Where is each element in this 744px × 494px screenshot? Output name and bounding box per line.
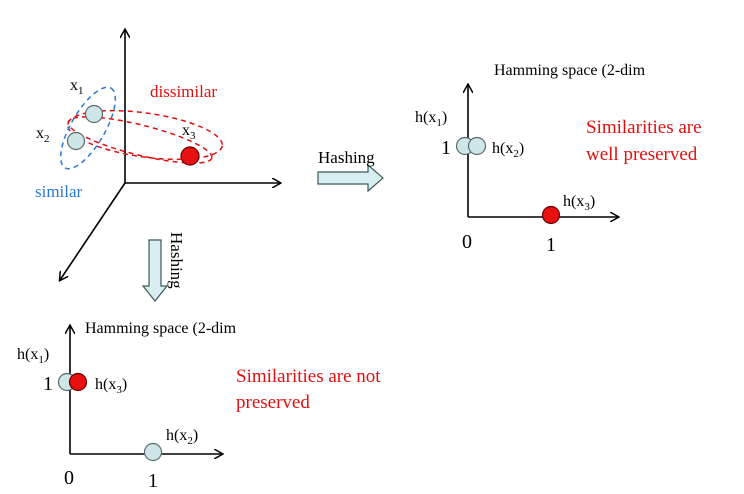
bottom-note-line2: preserved <box>236 392 310 413</box>
right-label-hx2: h(x2) <box>492 140 524 160</box>
bottom-note-line1: Similarities are not <box>236 366 381 387</box>
right-tick-x1: 1 <box>546 234 556 256</box>
right-tick-y1: 1 <box>441 137 451 159</box>
right-label-hx1: h(x1) <box>415 109 447 129</box>
dissimilar-loop-outer <box>66 109 224 161</box>
bottom-label-hx2: h(x2) <box>166 427 198 447</box>
bottom-label-hx1: h(x1) <box>17 346 49 366</box>
hamming-space-bottom: Hamming space (2-dim h(x1) h(x3) h(x2) 1… <box>17 320 381 492</box>
right-tick-x0: 0 <box>462 231 472 253</box>
input-space-axes <box>60 30 280 280</box>
right-note-line2: well preserved <box>586 144 698 165</box>
point-x3 <box>180 146 200 166</box>
hashing-arrow-down: Hashing <box>141 232 186 302</box>
dissimilar-loop-inner <box>67 116 213 164</box>
label-x2: x2 <box>36 125 50 145</box>
label-x3: x3 <box>182 122 196 142</box>
point-x1 <box>84 104 104 124</box>
bottom-label-hx3: h(x3) <box>95 376 127 396</box>
hamming-space-right: Hamming space (2-dim h(x1) h(x2) h(x3) 1… <box>415 62 702 256</box>
right-label-hx3: h(x3) <box>563 193 595 213</box>
label-dissimilar: dissimilar <box>150 82 217 101</box>
bottom-tick-x1: 1 <box>148 470 158 492</box>
point-x2 <box>66 131 86 151</box>
label-similar: similar <box>35 182 83 201</box>
dissimilar-loops <box>66 109 224 164</box>
hashing-label-right: Hashing <box>318 148 375 167</box>
label-x1: x1 <box>70 77 84 97</box>
bottom-point-x3 <box>68 372 88 392</box>
similar-loop <box>59 86 117 170</box>
right-point-x3 <box>541 205 561 225</box>
right-note-line1: Similarities are <box>586 117 702 138</box>
z-axis-3d <box>60 182 126 280</box>
bottom-tick-x0: 0 <box>64 467 74 489</box>
right-point-x2 <box>467 136 487 156</box>
bottom-point-x2 <box>143 442 163 462</box>
right-title: Hamming space (2-dim <box>494 62 646 79</box>
bottom-tick-y1: 1 <box>43 373 53 395</box>
hashing-label-down: Hashing <box>167 232 186 289</box>
bottom-title: Hamming space (2-dim <box>85 320 237 337</box>
hashing-arrow-right: Hashing <box>317 148 384 193</box>
